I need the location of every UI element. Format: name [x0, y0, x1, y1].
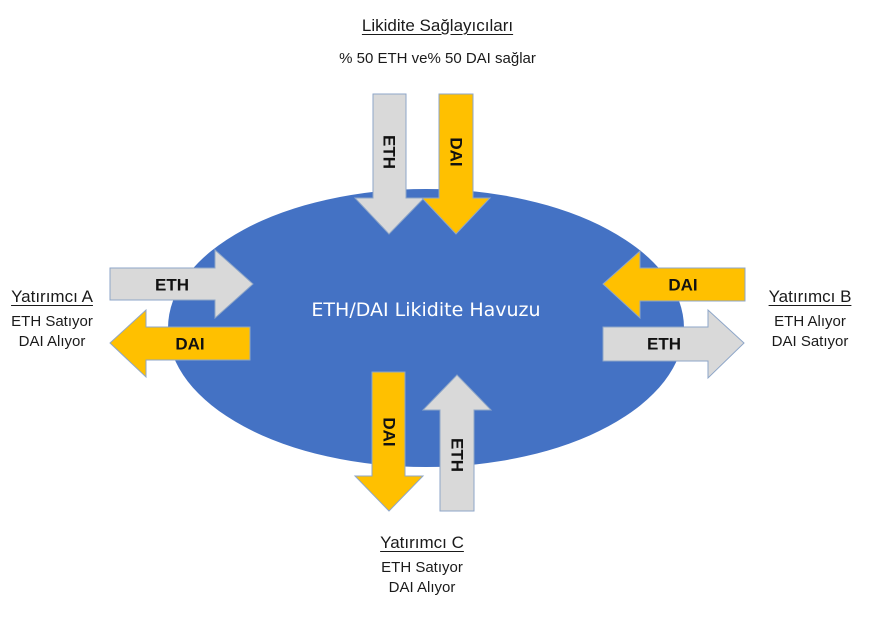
investor-a-dai-arrow-label: DAI: [175, 335, 204, 354]
investor-b-dai-arrow: DAI: [602, 249, 746, 320]
provider-eth-arrow-label: ETH: [380, 135, 399, 169]
investor-c-title: Yatırımcı C: [380, 533, 464, 552]
investor-a-eth-arrow-label: ETH: [155, 276, 189, 295]
liquidity-providers-title: Likidite Sağlayıcıları: [361, 16, 514, 35]
investor-c-dai-arrow: DAI: [353, 371, 425, 512]
investor-a-eth-arrow: ETH: [109, 248, 254, 320]
investor-c-eth-arrow-label: ETH: [448, 438, 467, 472]
investor-a-line1: ETH Satıyor: [11, 313, 93, 330]
investor-b-eth-arrow: ETH: [602, 308, 745, 380]
investor-c-dai-arrow-label: DAI: [380, 417, 399, 446]
liquidity-pool-ellipse: [168, 189, 684, 467]
investor-c-line2: DAI Alıyor: [388, 579, 456, 596]
investor-a-title: Yatırımcı A: [11, 287, 93, 306]
investor-c-line1: ETH Satıyor: [381, 559, 463, 576]
pool-label: ETH/DAI Likidite Havuzu: [311, 299, 540, 321]
liquidity-providers-description: % 50 ETH ve% 50 DAI sağlar: [339, 50, 536, 67]
provider-dai-arrow-label: DAI: [447, 137, 466, 166]
investor-b-line2: DAI Satıyor: [771, 333, 849, 350]
provider-eth-arrow: ETH: [353, 93, 426, 235]
investor-b-dai-arrow-label: DAI: [668, 276, 697, 295]
investor-b-title: Yatırımcı B: [768, 287, 852, 306]
investor-c-eth-arrow: ETH: [421, 374, 493, 512]
provider-dai-arrow: DAI: [420, 93, 492, 235]
investor-a-line2: DAI Alıyor: [18, 333, 86, 350]
investor-b-line1: ETH Alıyor: [774, 313, 846, 330]
investor-b-eth-arrow-label: ETH: [647, 335, 681, 354]
investor-a-dai-arrow: DAI: [109, 308, 251, 379]
